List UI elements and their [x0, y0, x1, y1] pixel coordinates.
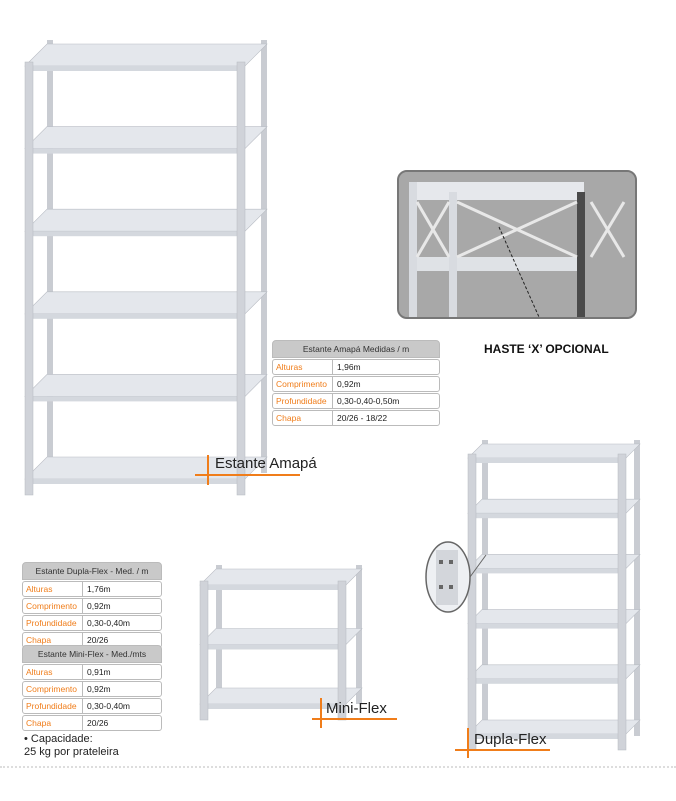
row-value: 20/26 - 18/22: [337, 413, 388, 423]
shelf-board: [24, 374, 268, 397]
shelf-edge: [25, 479, 245, 484]
table-row: Alturas 0,91m: [22, 664, 162, 680]
table-row: Profundidade 0,30-0,40m: [22, 615, 162, 631]
table-row: Comprimento 0,92m: [272, 376, 440, 392]
estante-amapa-label: Estante Amapá: [215, 455, 317, 472]
row-value: 20/26: [87, 718, 109, 728]
label-line: [195, 474, 300, 476]
footer-divider: [0, 766, 676, 770]
capacity-line2: 25 kg por prateleira: [24, 746, 119, 758]
shelf-board: [467, 498, 641, 514]
row-key: Comprimento: [23, 682, 83, 696]
row-value: 20/26: [87, 635, 109, 645]
post-detail-circle: [425, 541, 487, 613]
label-line: [455, 749, 550, 751]
table-row: Chapa 20/26: [22, 715, 162, 731]
row-key: Chapa: [23, 633, 83, 647]
row-key: Alturas: [23, 665, 83, 679]
shelf-edge: [200, 644, 346, 650]
dupla-flex-spec-table: Estante Dupla-Flex - Med. / m Alturas 1,7…: [22, 562, 162, 648]
table-row: Alturas 1,96m: [272, 359, 440, 375]
shelf-edge: [468, 734, 626, 739]
shelf-edge: [25, 313, 245, 319]
post: [617, 453, 627, 751]
haste-x-label: HASTE ‘X’ OPCIONAL: [484, 342, 609, 356]
shelf-board: [467, 443, 641, 459]
row-value: 0,30-0,40-0,50m: [337, 396, 400, 406]
row-key: Profundidade: [23, 699, 83, 713]
row-key: Profundidade: [273, 394, 333, 408]
shelf-edge: [468, 678, 626, 684]
row-value: 1,76m: [87, 584, 111, 594]
mini-flex-label: Mini-Flex: [326, 700, 387, 717]
label-line: [320, 698, 322, 728]
row-key: Chapa: [273, 411, 333, 425]
capacity-line1: • Capacidade:: [24, 733, 93, 745]
post: [236, 61, 246, 496]
table-row: Profundidade 0,30-0,40-0,50m: [272, 393, 440, 409]
table-row: Profundidade 0,30-0,40m: [22, 698, 162, 714]
table-row: Chapa 20/26 - 18/22: [272, 410, 440, 426]
shelf-board: [199, 628, 363, 645]
label-line: [467, 728, 469, 758]
row-key: Chapa: [23, 716, 83, 730]
shelf-board: [467, 554, 641, 569]
table-row: Comprimento 0,92m: [22, 681, 162, 697]
dupla-flex-label: Dupla-Flex: [474, 731, 547, 748]
shelf-edge: [468, 513, 626, 519]
row-key: Comprimento: [273, 377, 333, 391]
shelf-edge: [25, 396, 245, 402]
row-value: 0,30-0,40m: [87, 701, 130, 711]
row-value: 0,30-0,40m: [87, 618, 130, 628]
shelf-board: [467, 664, 641, 680]
table-title: Estante Amapá Medidas / m: [272, 340, 440, 358]
row-value: 0,91m: [87, 667, 111, 677]
post: [199, 580, 209, 721]
shelf-board: [467, 609, 641, 624]
post: [47, 40, 53, 473]
dupla-flex-image: [467, 440, 641, 751]
shelf-board: [24, 126, 268, 149]
post: [24, 61, 34, 496]
haste-x-detail-image: [397, 170, 637, 319]
row-value: 0,92m: [87, 684, 111, 694]
row-value: 0,92m: [337, 379, 361, 389]
shelf-edge: [200, 704, 346, 709]
shelf-edge: [25, 148, 245, 154]
post: [356, 565, 362, 704]
row-key: Comprimento: [23, 599, 83, 613]
label-line: [312, 718, 397, 720]
row-value: 0,92m: [87, 601, 111, 611]
row-value: 1,96m: [337, 362, 361, 372]
shelf-edge: [468, 458, 626, 463]
table-title: Estante Dupla-Flex - Med. / m: [22, 562, 162, 580]
shelf-board: [199, 568, 363, 586]
post: [634, 440, 640, 736]
shelf-board: [24, 208, 268, 232]
row-key: Alturas: [23, 582, 83, 596]
row-key: Alturas: [273, 360, 333, 374]
mini-flex-image: [199, 565, 363, 721]
post: [337, 580, 347, 721]
mini-flex-spec-table: Estante Mini-Flex - Med./mts Alturas 0,91…: [22, 645, 162, 731]
table-row: Alturas 1,76m: [22, 581, 162, 597]
shelf-edge: [468, 623, 626, 629]
shelf-edge: [468, 568, 626, 574]
capacity-note: • Capacidade: 25 kg por prateleira: [24, 733, 119, 759]
shelf-edge: [25, 231, 245, 237]
estante-amapa-image: [24, 40, 268, 496]
shelf-board: [24, 291, 268, 315]
amapa-spec-table: Estante Amapá Medidas / m Alturas 1,96m C…: [272, 340, 440, 426]
shelf-edge: [200, 585, 346, 590]
table-title: Estante Mini-Flex - Med./mts: [22, 645, 162, 663]
row-key: Profundidade: [23, 616, 83, 630]
shelf-edge: [25, 66, 245, 71]
post: [261, 40, 267, 473]
table-row: Comprimento 0,92m: [22, 598, 162, 614]
shelf-board: [24, 43, 268, 67]
label-line: [207, 455, 209, 485]
post: [482, 440, 488, 736]
